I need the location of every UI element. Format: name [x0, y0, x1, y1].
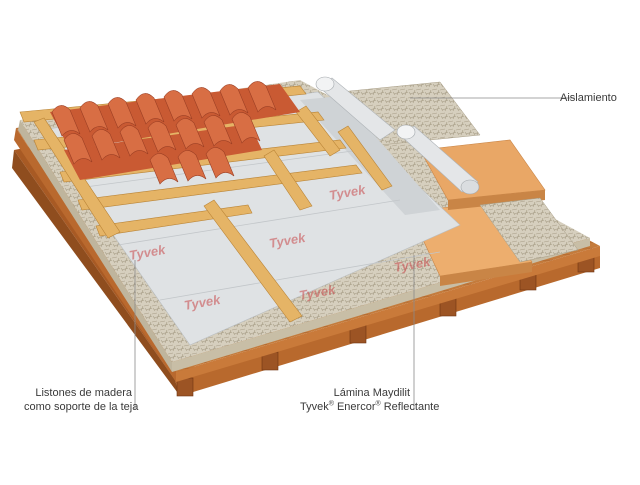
label-lamina-reflectante: Reflectante	[380, 401, 440, 413]
rafter-ends	[176, 253, 595, 397]
label-lamina-reg1: ®	[328, 400, 334, 408]
label-lamina-reg2: ®	[375, 400, 381, 408]
label-lamina-enercor: Enercor	[333, 401, 376, 413]
label-listones-line1: Listones de madera	[35, 387, 132, 399]
label-lamina: Lámina Maydilit Tyvek® Enercor® Reflecta…	[300, 386, 439, 414]
membrane-print: Tyvek	[393, 254, 432, 275]
membrane-print-marks: Tyvek Tyvek Tyvek Tyvek Tyvek Tyvek	[128, 182, 432, 313]
label-aislamiento: Aislamiento	[560, 92, 617, 104]
roof-tiles	[50, 81, 300, 185]
membrane-print: Tyvek	[328, 182, 367, 203]
label-lamina-line1: Lámina Maydilit	[333, 387, 410, 399]
membrane-print: Tyvek	[268, 230, 307, 251]
leader-lines	[134, 97, 575, 410]
membrane-print: Tyvek	[298, 282, 337, 303]
membrane-rolls	[315, 76, 480, 195]
membrane-print: Tyvek	[128, 242, 167, 263]
label-lamina-tyvek: Tyvek	[300, 401, 329, 413]
label-listones: Listones de madera como soporte de la te…	[24, 386, 139, 414]
membrane-print: Tyvek	[183, 292, 222, 313]
label-listones-line2: como soporte de la teja	[24, 401, 139, 413]
label-lamina-line2: Tyvek® Enercor® Reflectante	[300, 400, 439, 414]
